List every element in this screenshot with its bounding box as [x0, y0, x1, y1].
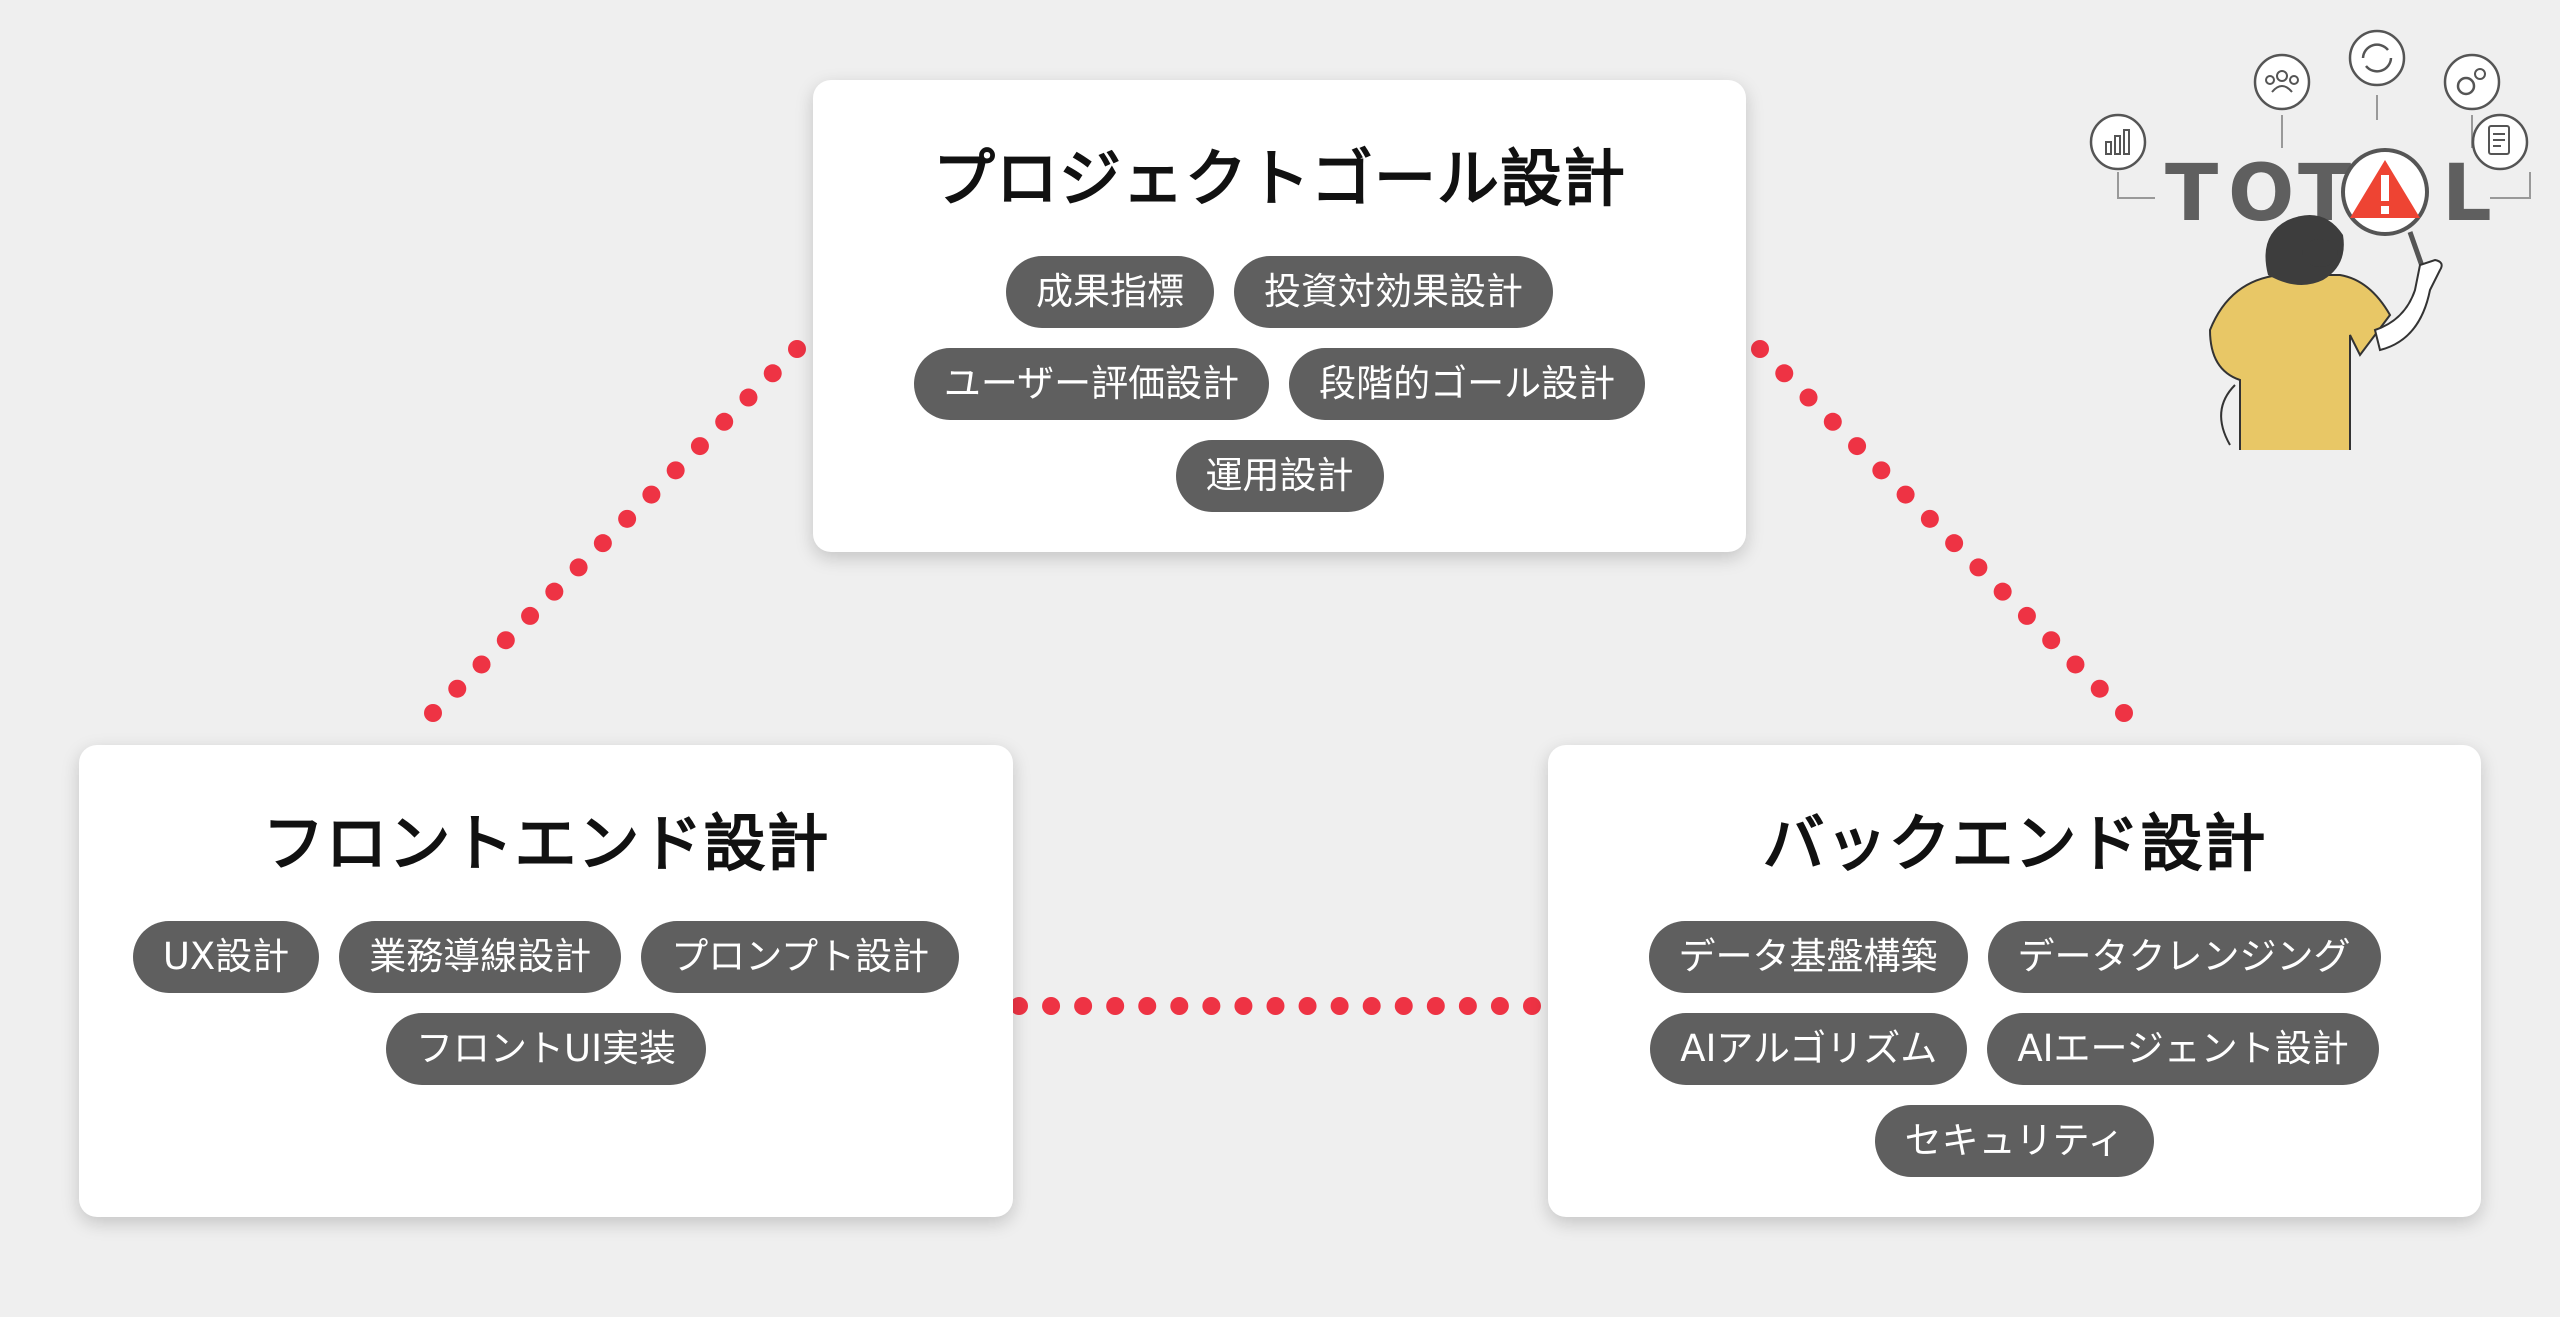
connector-top-left-dot [690, 437, 709, 456]
connector-top-right-dot [2066, 655, 2085, 674]
tag-ai-algorithm: AIアルゴリズム [1650, 1013, 1968, 1085]
frontend-tags: UX設計 業務導線設計 プロンプト設計 フロントUI実装 [96, 921, 996, 1085]
connector-bottom-dot [1362, 997, 1381, 1015]
connector-top-right-dot [2042, 631, 2061, 650]
connector-bottom-dot [1490, 997, 1509, 1015]
backend-card: バックエンド設計 データ基盤構築 データクレンジング AIアルゴリズム AIエー… [1548, 745, 2481, 1217]
frontend-title: フロントエンド設計 [262, 807, 830, 880]
connector-bottom-dot [1426, 997, 1445, 1015]
clipboard-icon [2471, 113, 2529, 171]
connector-bottom-dot [1394, 997, 1413, 1015]
project-goal-card: プロジェクトゴール設計 成果指標 投資対効果設計 ユーザー評価設計 段階的ゴール… [813, 80, 1746, 552]
backend-title: バックエンド設計 [1762, 807, 2267, 880]
cycle-icon [2348, 29, 2406, 87]
connector-top-right-dot [1920, 509, 1939, 528]
connector-top-right-dot [1775, 364, 1794, 383]
tag-operation-design: 運用設計 [1175, 440, 1384, 512]
connector-top-right-dot [2017, 606, 2036, 625]
connector-top-right-dot [1945, 534, 1964, 553]
connector-top-left-dot [424, 704, 442, 722]
tag-phased-goal: 段階的ゴール設計 [1289, 348, 1646, 420]
chart-icon [2089, 113, 2147, 171]
connector-top-left-dot [545, 582, 564, 601]
connector-bottom-dot [1042, 997, 1061, 1015]
tag-kpi: 成果指標 [1006, 256, 1214, 328]
tag-ai-agent: AIエージェント設計 [1987, 1013, 2379, 1085]
connector-top-right-dot [1848, 437, 1867, 456]
connector-bottom-dot [1458, 997, 1477, 1015]
connector-bottom-dot [1202, 997, 1221, 1015]
connector-top-left-dot [763, 364, 782, 383]
connector-top-right-dot [2090, 679, 2109, 698]
total-illustration: T O T L [2089, 29, 2531, 450]
connector-top-right-dot [1993, 582, 2012, 601]
connector-top-right-dot [1872, 461, 1891, 480]
frontend-card: フロントエンド設計 UX設計 業務導線設計 プロンプト設計 フロントUI実装 [79, 745, 1013, 1217]
connector-bottom-dot [1298, 997, 1317, 1015]
tag-data-cleansing: データクレンジング [1987, 921, 2381, 993]
connector-bottom-dot [1523, 997, 1541, 1015]
connector-top-left-dot [569, 558, 588, 577]
warning-magnifier-icon [2341, 148, 2429, 267]
connector-top-right-dot [2115, 704, 2133, 722]
connector-bottom-dot [1234, 997, 1253, 1015]
connector-bottom-dot [1138, 997, 1157, 1015]
connector-top-left-dot [618, 509, 637, 528]
connector-top-left-dot [642, 485, 661, 504]
tag-security: セキュリティ [1874, 1105, 2155, 1177]
tag-prompt-design: プロンプト設計 [641, 921, 960, 993]
connector-top-right-dot [1799, 388, 1818, 407]
team-icon [2253, 53, 2311, 111]
connector-top-right-dot [1823, 412, 1842, 431]
connector-top-left-dot [593, 534, 612, 553]
connector-bottom-dot [1106, 997, 1125, 1015]
connector-bottom-dot [1330, 997, 1349, 1015]
connector-bottom-dot [1266, 997, 1285, 1015]
tag-ux-design: UX設計 [132, 921, 320, 993]
project-goal-title: プロジェクトゴール設計 [932, 142, 1626, 215]
connector-top-left-dot [521, 606, 540, 625]
backend-tags: データ基盤構築 データクレンジング AIアルゴリズム AIエージェント設計 セキ… [1585, 921, 2445, 1177]
connector-top-right-dot [1969, 558, 1988, 577]
tag-data-platform: データ基盤構築 [1648, 921, 1968, 993]
connector-bottom-dot [1170, 997, 1189, 1015]
connector-top-left-dot [788, 340, 806, 358]
total-letter-l: L [2442, 149, 2492, 239]
connector-top-left-dot [739, 388, 758, 407]
tag-roi-design: 投資対効果設計 [1234, 256, 1553, 328]
project-goal-tags: 成果指標 投資対効果設計 ユーザー評価設計 段階的ゴール設計 運用設計 [880, 256, 1680, 512]
connector-top-left-dot [496, 631, 515, 650]
connector-top-right-dot [1751, 340, 1769, 358]
tag-user-evaluation: ユーザー評価設計 [913, 348, 1270, 420]
connector-bottom-dot [1074, 997, 1093, 1015]
connector-top-left-dot [666, 461, 685, 480]
gears-icon [2443, 53, 2501, 111]
connector-top-left-dot [715, 412, 734, 431]
connector-top-left-dot [448, 679, 467, 698]
tag-workflow-design: 業務導線設計 [339, 921, 622, 993]
tag-front-ui: フロントUI実装 [386, 1013, 706, 1085]
person-illustration [2208, 215, 2443, 450]
connector-top-left-dot [472, 655, 491, 674]
connector-top-right-dot [1896, 485, 1915, 504]
total-letter-t1: T [2165, 149, 2218, 239]
